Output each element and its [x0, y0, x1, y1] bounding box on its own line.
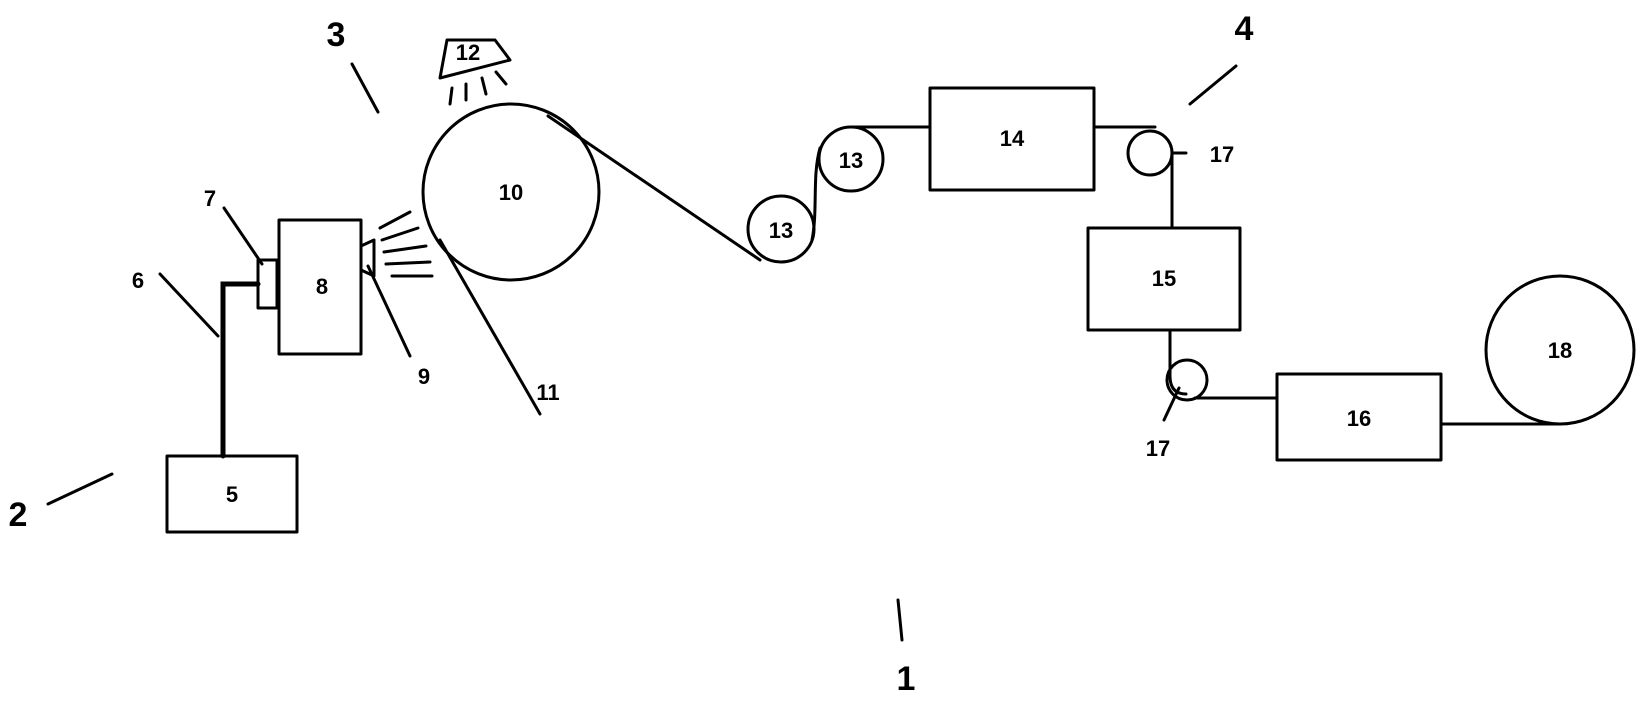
leader-4 [1188, 64, 1238, 106]
label-6: 6 [132, 268, 144, 293]
label-group-1: 1 [897, 660, 916, 698]
box-15 [1086, 226, 1242, 332]
pipe-6 [220, 281, 261, 459]
label-group-2: 2 [9, 496, 28, 534]
film-path-1 [546, 114, 762, 262]
box-8 [277, 218, 363, 356]
label-12: 12 [456, 40, 480, 65]
label-17a: 17 [1210, 142, 1234, 167]
leader-1 [896, 598, 904, 642]
label-17b: 17 [1146, 436, 1170, 461]
drum-10 [421, 102, 601, 282]
label-13a: 13 [769, 218, 793, 243]
label-7: 7 [204, 186, 216, 211]
leader-7 [222, 206, 264, 266]
lamp-12 [438, 38, 512, 80]
film-path-6 [1168, 328, 1188, 396]
roller-17a [1126, 129, 1174, 177]
label-group-4: 4 [1235, 10, 1254, 48]
leader-2 [46, 472, 114, 506]
label-9: 9 [418, 364, 430, 389]
fitting-7 [256, 258, 279, 310]
reel-18 [1484, 274, 1636, 426]
label-16: 16 [1347, 406, 1371, 431]
label-11: 11 [536, 380, 559, 405]
label-group-3: 3 [327, 16, 346, 54]
label-14: 14 [1000, 126, 1025, 151]
label-5: 5 [226, 482, 238, 507]
nozzle-9 [359, 238, 376, 278]
label-15: 15 [1152, 266, 1176, 291]
lamp-rays [448, 70, 508, 106]
label-18: 18 [1548, 338, 1572, 363]
label-10: 10 [499, 180, 523, 205]
roller-17b [1165, 358, 1209, 402]
spray-lines [378, 210, 434, 278]
leader-17b [1162, 386, 1181, 422]
box-16 [1275, 372, 1443, 462]
leader-9 [366, 264, 412, 358]
box-5 [165, 454, 299, 534]
leader-3 [350, 62, 380, 114]
film-11 [438, 238, 542, 416]
label-8: 8 [316, 274, 328, 299]
leader-6 [158, 272, 220, 338]
box-14 [928, 86, 1096, 192]
label-13b: 13 [839, 148, 863, 173]
